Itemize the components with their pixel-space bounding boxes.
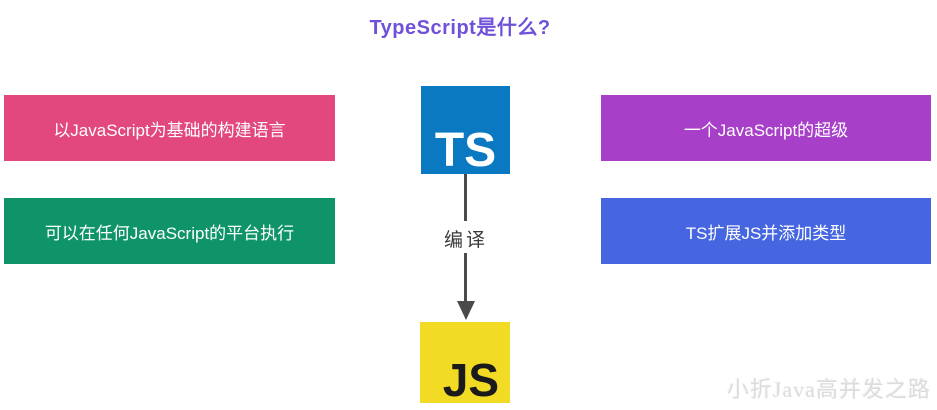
javascript-logo: JS xyxy=(420,322,510,403)
arrow-down-icon xyxy=(457,301,475,320)
fact-box-build-language: 以JavaScript为基础的构建语言 xyxy=(4,95,335,161)
compile-connector-bottom-segment xyxy=(464,253,467,303)
watermark: 小折Java高并发之路 xyxy=(726,377,931,402)
fact-label: 以JavaScript为基础的构建语言 xyxy=(53,120,286,140)
fact-label: 可以在任何JavaScript的平台执行 xyxy=(44,223,295,243)
compile-connector-top-segment xyxy=(464,174,467,221)
compile-label: 编译 xyxy=(404,225,528,252)
typescript-logo: TS xyxy=(421,86,510,174)
fact-label: TS扩展JS并添加类型 xyxy=(685,223,847,243)
fact-box-any-platform: 可以在任何JavaScript的平台执行 xyxy=(4,198,335,264)
typescript-logo-text: TS xyxy=(434,123,497,177)
fact-box-superset: 一个JavaScript的超级 xyxy=(601,95,931,161)
fact-label: 一个JavaScript的超级 xyxy=(683,120,849,140)
fact-box-extends-js: TS扩展JS并添加类型 xyxy=(601,198,931,264)
page-title: TypeScript是什么? xyxy=(369,17,551,39)
javascript-logo-text: JS xyxy=(442,354,499,407)
